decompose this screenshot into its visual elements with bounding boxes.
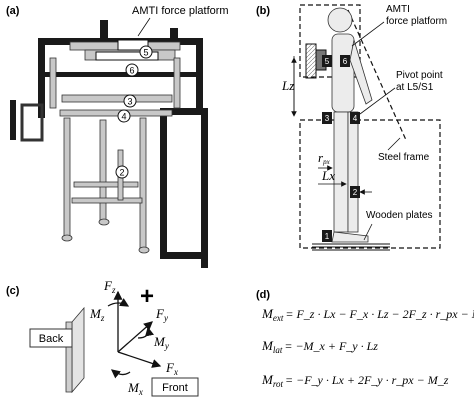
label-amti: AMTI xyxy=(386,4,410,15)
marker-b-4: 4 xyxy=(350,112,360,124)
panel-d: (d) Mext= F_z · Lx − F_x · Lz − 2F_z · r… xyxy=(256,289,474,389)
label-my: My xyxy=(153,334,169,351)
marker-a-5: 5 xyxy=(139,45,153,59)
svg-text:2: 2 xyxy=(353,188,358,197)
marker-a-3: 3 xyxy=(123,94,137,108)
coordinate-axes xyxy=(107,290,162,379)
svg-text:5: 5 xyxy=(143,48,148,58)
svg-text:6: 6 xyxy=(129,66,134,76)
panel-a: (a) AMTI force platform xyxy=(6,5,229,268)
svg-text:1: 1 xyxy=(325,232,330,241)
svg-text:3: 3 xyxy=(127,97,132,107)
label-pivot-2: at L5/S1 xyxy=(396,82,434,93)
marker-a-2: 2 xyxy=(115,165,129,179)
panel-a-label: (a) xyxy=(6,5,20,17)
svg-text:6: 6 xyxy=(343,57,348,66)
marker-a-4: 4 xyxy=(117,109,131,123)
label-fx: Fx xyxy=(165,360,178,377)
marker-b-6: 6 xyxy=(340,55,350,67)
steel-frame-front xyxy=(10,100,208,268)
label-fz: Fz xyxy=(103,278,116,295)
label-fy: Fy xyxy=(155,306,168,323)
panel-c-label: (c) xyxy=(6,285,20,297)
front-label: Front xyxy=(162,382,188,394)
leader-pivot xyxy=(359,87,396,115)
label-pivot-1: Pivot point xyxy=(396,70,443,81)
marker-b-3: 3 xyxy=(322,112,332,124)
panel-a-force-platform-label: AMTI force platform xyxy=(132,5,229,17)
label-mz: Mz xyxy=(89,306,105,323)
wall-block xyxy=(71,306,85,394)
marker-b-2: 2 xyxy=(350,186,360,198)
steel-frame-outline xyxy=(299,4,441,249)
plus-sign: + xyxy=(140,283,154,310)
label-steel-frame: Steel frame xyxy=(378,152,430,163)
svg-text:4: 4 xyxy=(121,112,126,122)
svg-text:2: 2 xyxy=(119,168,124,178)
label-wooden-plates: Wooden plates xyxy=(366,210,433,221)
marker-a-6: 6 xyxy=(125,63,139,77)
back-label: Back xyxy=(39,333,64,345)
label-lx: Lx xyxy=(321,168,335,183)
svg-text:4: 4 xyxy=(353,114,358,123)
panel-a-leader xyxy=(137,17,151,37)
leader-force-platform xyxy=(351,21,385,47)
marker-b-5: 5 xyxy=(322,55,332,67)
label-rpx: rpx xyxy=(318,150,331,166)
label-lz: Lz xyxy=(281,78,294,93)
panel-b-label: (b) xyxy=(256,5,270,17)
label-force-platform: force platform xyxy=(386,16,447,27)
wooden-plates xyxy=(312,243,390,251)
front-box xyxy=(151,377,199,397)
equation-ext: Mext= F_z · Lx − F_x · Lz − 2F_z · r_px … xyxy=(261,306,474,323)
leader-wooden-plates xyxy=(363,223,373,241)
force-platform-mount xyxy=(95,51,159,61)
panel-b: (b) AMTI force platform Pivot point at L… xyxy=(256,4,447,251)
equation-rot: Mrot= −F_y · Lx + 2F_y · r_px − M_z xyxy=(261,372,449,389)
marker-b-1: 1 xyxy=(322,230,332,242)
human-figure xyxy=(327,7,373,243)
panel-c: (c) + Fz Mz Fy My Fx Mx Back Front xyxy=(6,278,199,397)
force-platform-plate xyxy=(117,39,149,51)
force-platform-side xyxy=(305,43,317,79)
leader-steel-frame xyxy=(387,137,401,151)
svg-text:3: 3 xyxy=(325,114,330,123)
label-mx: Mx xyxy=(127,380,143,397)
equation-lat: Mlat= −M_x + F_y · Lz xyxy=(261,338,378,355)
panel-d-label: (d) xyxy=(256,289,270,301)
back-box xyxy=(29,328,73,348)
svg-text:5: 5 xyxy=(325,57,330,66)
